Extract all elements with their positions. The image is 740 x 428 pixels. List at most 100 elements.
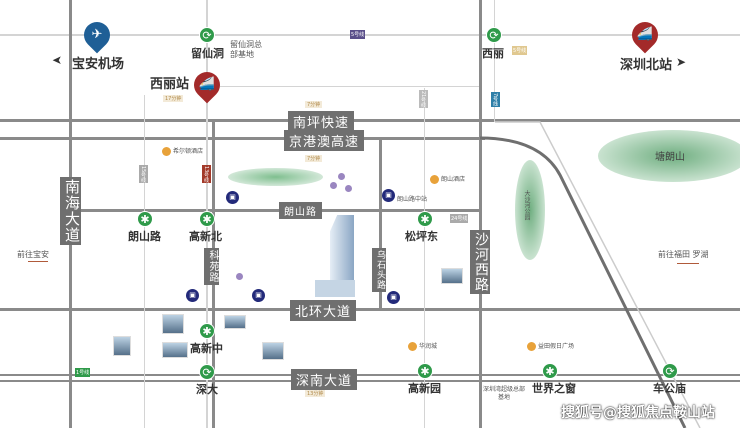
station-label-7: 高新园 (408, 382, 441, 395)
poi-pin-icon (527, 342, 536, 351)
road-label-nanping: 南坪快速 (288, 111, 355, 132)
metro-station-icon: ⟳ (486, 27, 502, 43)
poi-pin-icon (162, 147, 171, 156)
to-baoan-arrow (28, 261, 48, 262)
road-label-shahexi: 沙河西路 (470, 230, 490, 294)
arrow-left-icon: ➤ (52, 53, 63, 67)
school-icon (345, 185, 352, 192)
xili-rail-label: 西丽站 (150, 77, 190, 92)
road-label-beihuan: 北环大道 (290, 300, 357, 321)
to-futian-label: 前往福田 罗湖 (658, 250, 709, 259)
train-icon: 🚄 (198, 77, 216, 92)
langshan-park (228, 168, 323, 186)
bus-stop-label: 朗山路中站 (397, 196, 428, 203)
metro-station-icon: ✱ (199, 211, 215, 227)
metro-station-icon: ✱ (199, 323, 215, 339)
road-line-north (0, 34, 740, 36)
road-line-langshan (70, 209, 482, 212)
metro-line-label: 1号线 (75, 368, 91, 377)
tanglangshan-park (598, 130, 740, 182)
metro-line-label: 5号线 (512, 46, 528, 55)
metro-line-label: 15号线 (139, 165, 148, 184)
poi-name: 朗山酒店 (441, 176, 466, 183)
bus-stop-icon: ▣ (226, 191, 239, 204)
station-label-8: 世界之窗 (532, 382, 576, 395)
travel-time-tag: 17分钟 (163, 95, 184, 102)
school-icon (330, 182, 337, 189)
building-photo (162, 342, 188, 358)
metro-station-icon: ✱ (137, 211, 153, 227)
travel-time-tag: 7分钟 (305, 101, 323, 108)
dashahe-park-label: 大沙河公园 (523, 190, 530, 220)
metro-station-icon: ⟳ (199, 364, 215, 380)
station-label-2: 朗山路 (128, 230, 161, 243)
metro-station-icon: ⟳ (199, 27, 215, 43)
project-podium (315, 280, 355, 297)
poi-name: 华润城 (419, 343, 438, 350)
building-photo (113, 336, 131, 356)
xili-rail-pin: 🚄 (188, 66, 226, 104)
station-label-4: 松坪东 (405, 230, 438, 243)
train-icon: 🚄 (636, 27, 654, 42)
road-line-xili (220, 86, 480, 87)
road-line-beihuan (0, 308, 740, 311)
watermark: 搜狐号@搜狐焦点鞍山站 (561, 405, 715, 421)
poi-label: 益田假日广场 (527, 341, 574, 351)
road-line-jinggangao (0, 137, 485, 140)
metro-line-label: 5号线 (350, 30, 366, 39)
metro-station-icon: ⟳ (662, 363, 678, 379)
metro-line-label: 24号线 (450, 214, 469, 223)
dashahe-park (515, 160, 545, 260)
arrow-right-icon: ➤ (676, 55, 687, 69)
travel-time-tag: 13分钟 (305, 390, 326, 397)
metro-line-label: 13号线 (202, 165, 211, 184)
metro-station-icon: ✱ (417, 211, 433, 227)
road-label-shennan: 深南大道 (291, 369, 358, 390)
liuxiandong-hq-label: 留仙洞总部基地 (230, 40, 262, 59)
road-line-nanping (0, 119, 740, 122)
line15-track (144, 95, 145, 428)
shenzhen-north-label: 深圳北站 (620, 58, 673, 73)
road-label-wushitou: 乌石头路 (372, 248, 386, 292)
road-line-wushitou (379, 137, 382, 309)
shenzhenwan-hq-label: 深圳湾超级总部基地 (483, 386, 526, 401)
road-label-nanhai: 南海大道 (60, 177, 81, 245)
metro-station-icon: ✱ (417, 363, 433, 379)
poi-label: 希尔顿酒店 (162, 146, 203, 156)
to-futian-arrow (677, 263, 699, 264)
poi-name: 希尔顿酒店 (173, 148, 204, 155)
poi-label: 华润城 (408, 341, 437, 351)
bus-stop-icon: ▣ (387, 291, 400, 304)
road-label-keyuan: 科苑路 (204, 248, 219, 285)
bus-stop-icon: ▣ (186, 289, 199, 302)
station-label-3: 高新北 (189, 230, 222, 243)
building-photo (224, 315, 246, 329)
road-line-shennan-2 (0, 380, 740, 382)
road-label-langshan: 朗山路 (279, 202, 322, 219)
road-line-shennan (0, 374, 740, 376)
metro-line-label: 21号线 (419, 90, 428, 109)
bus-stop-icon: ▣ (252, 289, 265, 302)
metro-station-icon: ✱ (542, 363, 558, 379)
airport-label: 宝安机场 (72, 57, 125, 72)
station-label-1: 西丽 (482, 47, 504, 60)
station-label-5: 高新中 (190, 342, 223, 355)
building-photo (162, 314, 184, 334)
building-photo (262, 342, 284, 360)
airport-pin: ✈ (78, 16, 116, 54)
line21-track (424, 88, 425, 428)
station-label-0: 留仙洞 (191, 47, 224, 60)
road-label-jinggangao: 京港澳高速 (284, 130, 365, 151)
road-line-shahexi (479, 0, 482, 428)
poi-pin-icon (430, 175, 439, 184)
poi-label: 朗山酒店 (430, 174, 465, 184)
to-baoan-label: 前往宝安 (17, 250, 49, 259)
poi-pin-icon (408, 342, 417, 351)
building-photo (441, 268, 463, 284)
airplane-icon: ✈ (91, 27, 103, 42)
school-icon (236, 273, 243, 280)
tanglangshan-label: 塘朗山 (655, 152, 685, 163)
shenzhen-north-pin: 🚄 (626, 16, 664, 54)
school-icon (338, 173, 345, 180)
